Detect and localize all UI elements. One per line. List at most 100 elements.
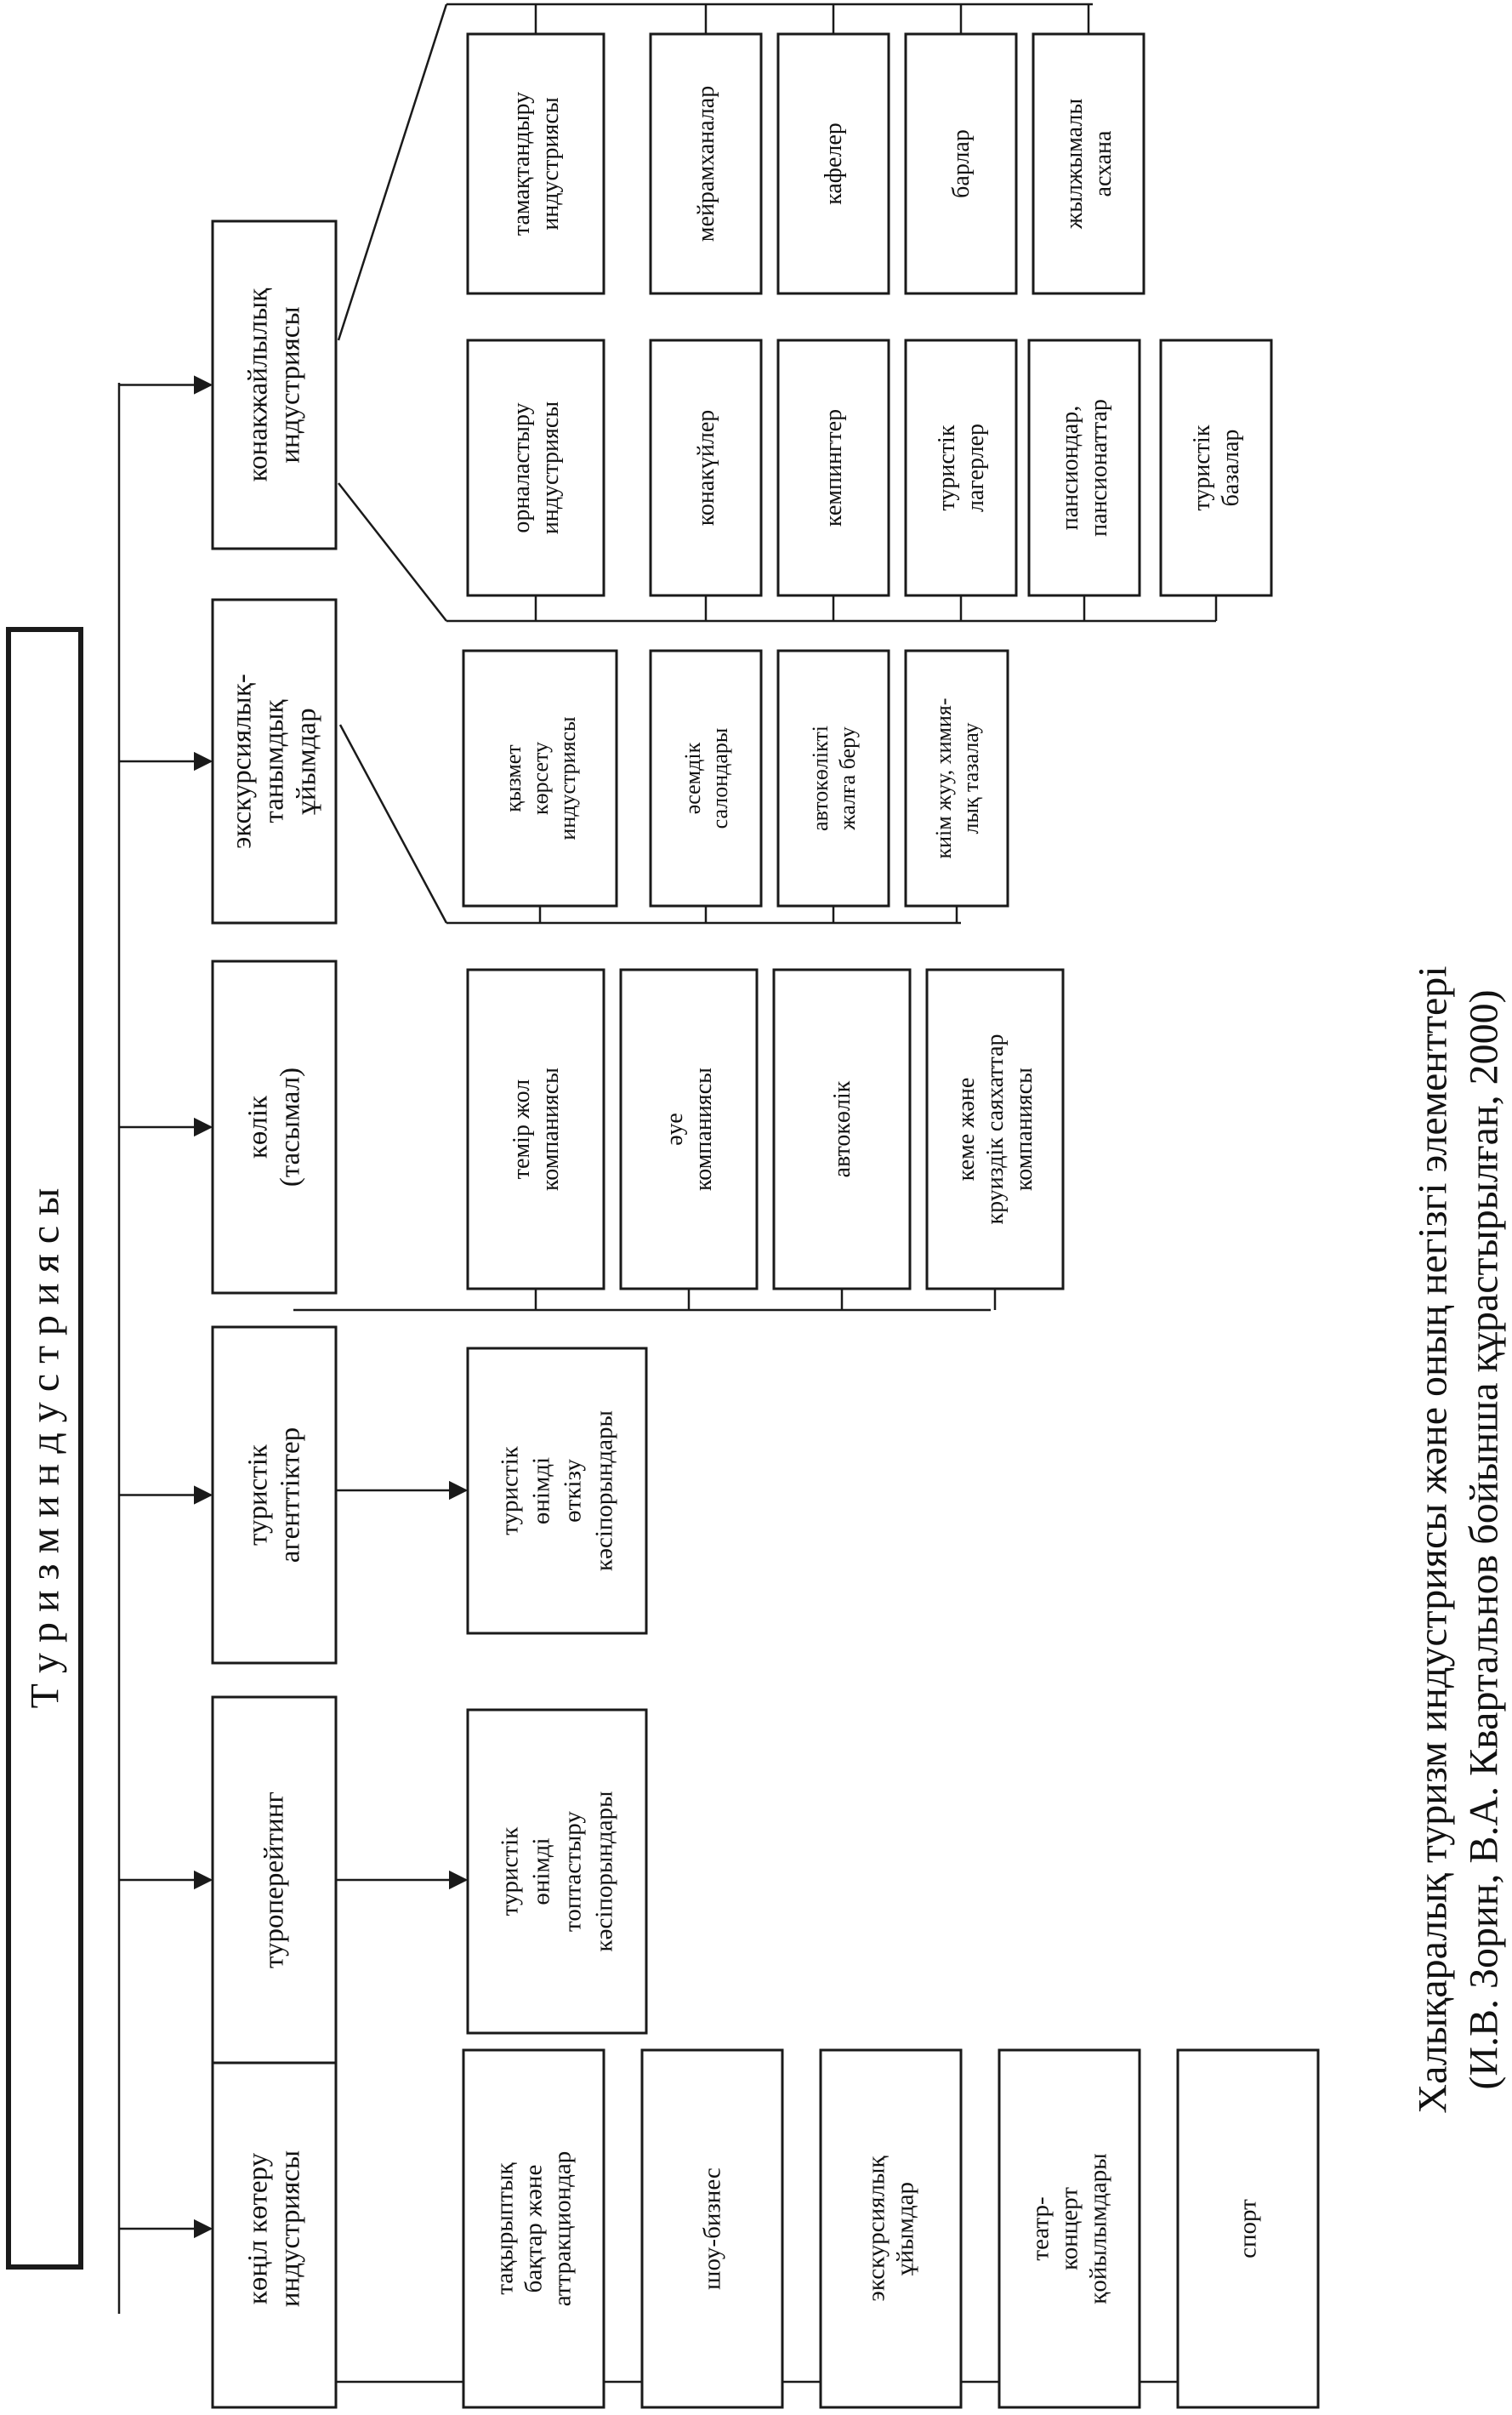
- accommodation-campings: [776, 339, 890, 597]
- touroperating-item-line: кәсіпорындары: [591, 1791, 618, 1951]
- catering-restaurants-label: мейрамханалар: [693, 86, 719, 242]
- category-transport-line: (тасымал): [276, 1068, 306, 1187]
- category-agencies-label: туристікагенттіктер: [243, 1427, 306, 1563]
- service-laundry-line: киім жуу, химия-: [931, 698, 956, 859]
- service-beauty-salons-line: салондары: [708, 728, 732, 829]
- accommodation-hotels-line: конакүйлер: [693, 410, 719, 527]
- accommodation-campings-label: кемпингтер: [821, 409, 847, 527]
- transport-cruise: [925, 968, 1065, 1290]
- entertainment-sport: [1176, 2048, 1320, 2409]
- catering-industry: [466, 32, 605, 295]
- entertainment-sport-label: спорт: [1235, 2199, 1262, 2258]
- service-diagonal-line: [338, 724, 448, 924]
- category-entertainment: [211, 2048, 338, 2409]
- boxes: Т у р и з м и н д у с т р и я с ы көңіл к…: [6, 32, 1320, 2409]
- catering-cafes-line: кафелер: [821, 122, 847, 205]
- service-car-rental-line: жалға беру: [835, 726, 860, 831]
- category-touroperating: [211, 1695, 338, 2065]
- category-excursion: [211, 598, 338, 925]
- catering-industry-line: индустриясы: [537, 97, 564, 231]
- touroperating-item-line: туристік: [497, 1826, 524, 1916]
- accommodation-industry-line: орналастыру: [509, 402, 535, 533]
- entertainment-theatre-concerts: [998, 2048, 1141, 2409]
- category-touroperating-label: туроперейтинг: [259, 1791, 290, 1968]
- entertainment-excursion-orgs-label: экскурсиялықұйымдар: [863, 2156, 919, 2302]
- service-car-rental-line: автокөлікті: [808, 726, 833, 831]
- transport-railway-line: компаниясы: [537, 1068, 564, 1191]
- category-excursion-line: танымдық: [259, 698, 290, 823]
- accommodation-industry: [466, 339, 605, 597]
- transport-auto: [772, 968, 912, 1290]
- service-laundry-label: киім жуу, химия-лық тазалау: [931, 698, 983, 859]
- accommodation-tourist-bases-line: базалар: [1218, 430, 1244, 507]
- transport-air: [619, 968, 759, 1290]
- entertainment-theatre-concerts-line: қойылымдары: [1085, 2153, 1112, 2304]
- agencies-item-line: өткізу: [560, 1459, 587, 1523]
- entertainment-show-business-line: шоу-бизнес: [699, 2167, 726, 2290]
- accommodation-tourist-camps: [904, 339, 1018, 597]
- transport-auto-line: автокөлік: [829, 1080, 855, 1177]
- service-laundry-line: лық тазалау: [958, 722, 983, 834]
- accommodation-hotels: [649, 339, 763, 597]
- catering-industry-line: тамақтандыру: [509, 92, 535, 236]
- entertainment-excursion-orgs-line: ұйымдар: [892, 2182, 919, 2275]
- caption-source: (И.В. Зорин, В.А. Квартальнов бойынша құ…: [1462, 989, 1507, 2089]
- touroperating-item-line: өнімді: [528, 1837, 555, 1905]
- category-agencies-line: агенттіктер: [276, 1427, 306, 1563]
- category-entertainment-line: индустриясы: [276, 2150, 306, 2307]
- agencies-item-line: өнімді: [528, 1457, 555, 1524]
- agencies-item: [466, 1347, 648, 1635]
- category-entertainment-label: көңіл көтеруиндустриясы: [243, 2150, 306, 2307]
- entertainment-theme-parks-line: тақырыптық: [492, 2162, 519, 2294]
- accommodation-tourist-bases: [1159, 339, 1273, 597]
- service-industry-line: қызмет: [501, 744, 526, 812]
- transport-railway: [466, 968, 605, 1290]
- catering-cafes-label: кафелер: [821, 122, 847, 205]
- category-agencies-line: туристік: [243, 1444, 274, 1546]
- service-beauty-salons: [649, 649, 763, 908]
- entertainment-theatre-concerts-line: концерт: [1056, 2187, 1083, 2270]
- entertainment-show-business: [640, 2048, 784, 2409]
- entertainment-theme-parks-line: бақтар және: [520, 2165, 548, 2293]
- service-car-rental: [776, 649, 890, 908]
- service-industry-line: көрсету: [528, 742, 553, 815]
- caption-title: Халықаралық туризм индустриясы және оның…: [1411, 965, 1456, 2113]
- entertainment-excursion-orgs-line: экскурсиялық: [863, 2156, 890, 2302]
- catering-bars-line: барлар: [948, 129, 975, 198]
- transport-auto-label: автокөлік: [829, 1080, 855, 1177]
- entertainment-excursion-orgs: [819, 2048, 963, 2409]
- catering-bars: [904, 32, 1018, 295]
- entertainment-sport-line: спорт: [1235, 2199, 1262, 2258]
- touroperating-item: [466, 1708, 648, 2035]
- transport-railway-line: темір жол: [509, 1079, 535, 1179]
- transport-air-line: компаниясы: [691, 1068, 717, 1191]
- transport-air-line: әуе: [662, 1113, 688, 1146]
- category-transport: [211, 960, 338, 1295]
- catering-cafes: [776, 32, 890, 295]
- service-industry-line: индустриясы: [555, 716, 580, 840]
- accommodation-tourist-camps-line: лагерлер: [963, 424, 989, 512]
- category-touroperating-line: туроперейтинг: [259, 1791, 290, 1968]
- root-box-label: Т у р и з м и н д у с т р и я с ы: [22, 1188, 67, 1709]
- accommodation-campings-line: кемпингтер: [821, 409, 847, 527]
- catering-bars-label: барлар: [948, 129, 975, 198]
- transport-cruise-line: компаниясы: [1011, 1068, 1037, 1191]
- category-excursion-label: экскурсиялық-танымдықұйымдар: [227, 674, 322, 849]
- accommodation-guest-houses: [1027, 339, 1141, 597]
- accommodation-diagonal-line: [338, 482, 447, 622]
- root-box: [6, 627, 83, 2270]
- category-excursion-line: экскурсиялық-: [227, 674, 258, 849]
- catering-mobile-canteen: [1032, 32, 1145, 295]
- caption: Халықаралық туризм индустриясы және оның…: [1411, 965, 1507, 2113]
- category-hospitality: [211, 219, 338, 550]
